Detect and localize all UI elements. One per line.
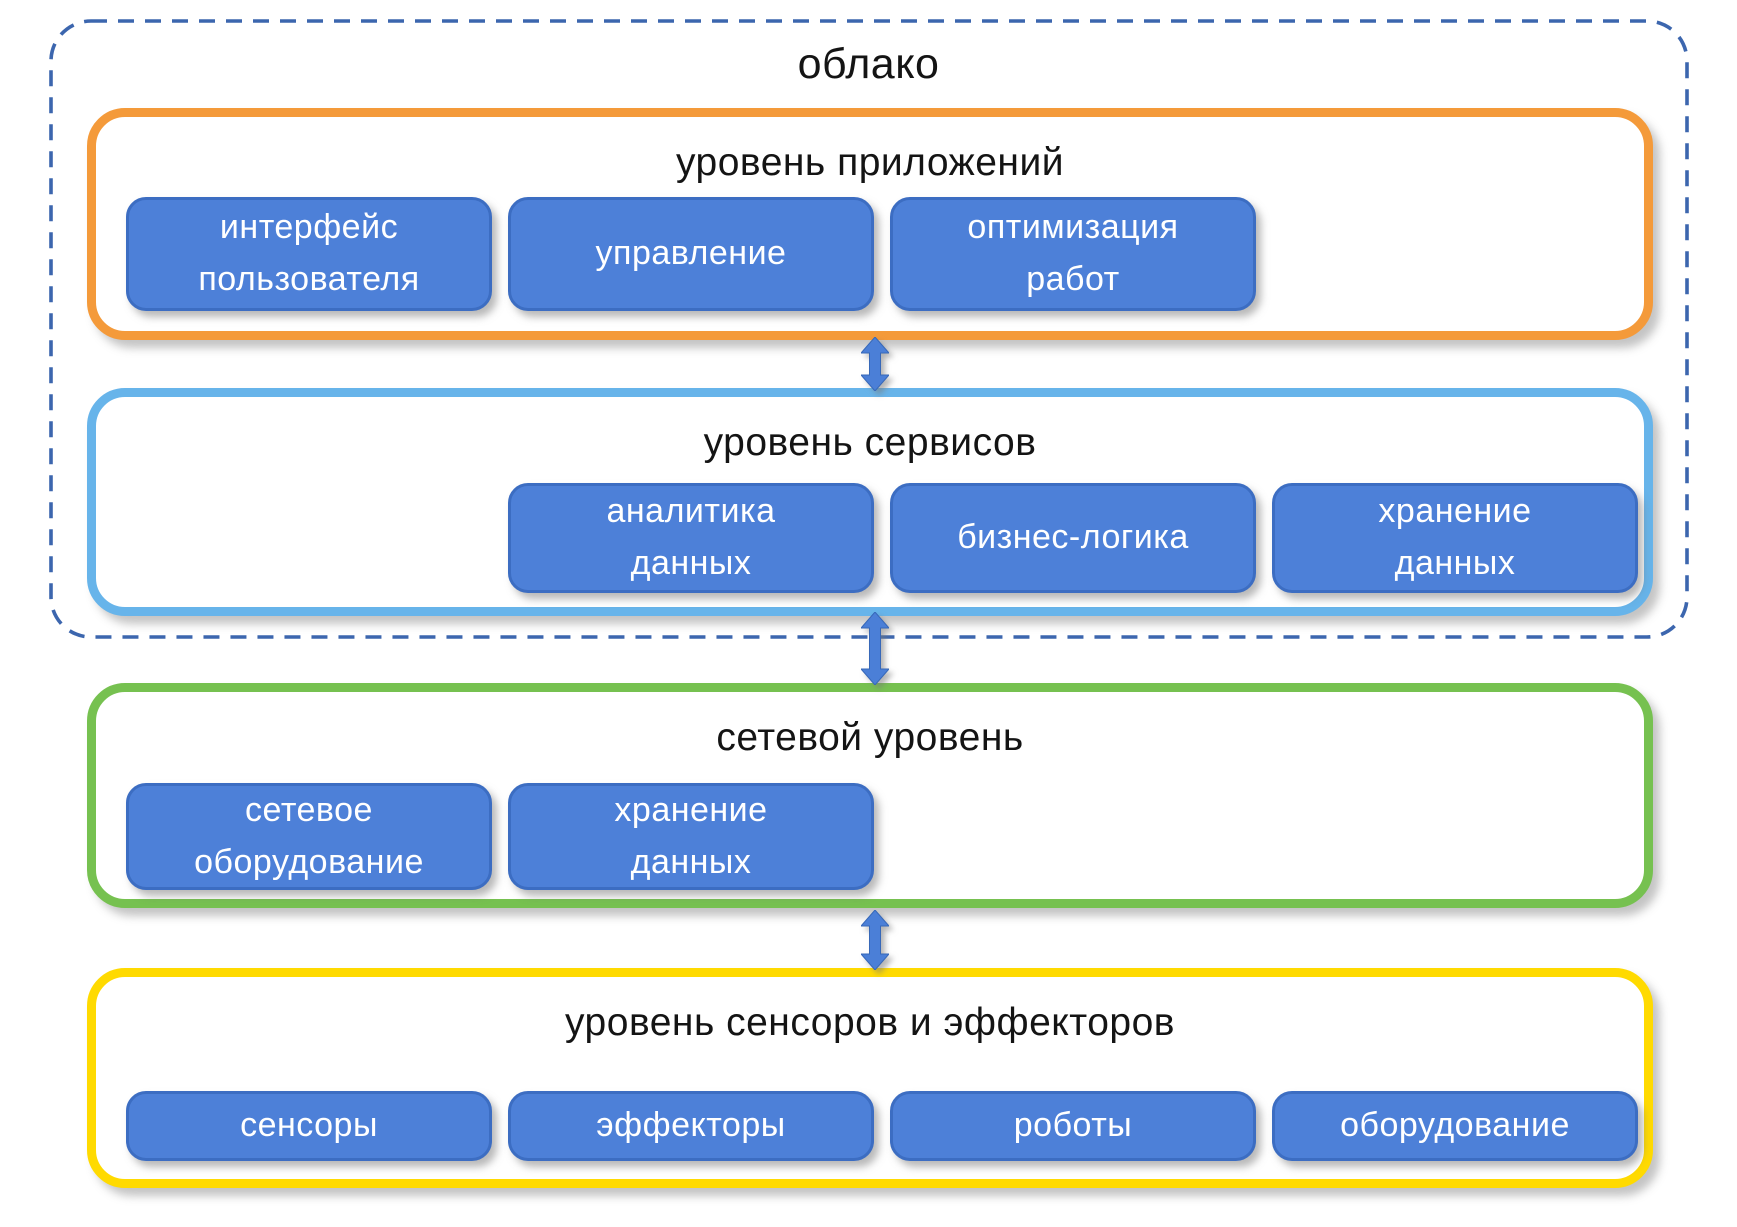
- double-arrow-apps-services-icon: [861, 337, 889, 391]
- node-data-storage: хранение данных: [1272, 483, 1638, 593]
- node-label: сетевое оборудование: [194, 790, 424, 881]
- node-effectors: эффекторы: [508, 1091, 874, 1161]
- node-user-interface: интерфейс пользователя: [126, 197, 492, 311]
- node-label: бизнес-логика: [957, 518, 1189, 557]
- node-label: хранение данных: [1378, 492, 1532, 582]
- layer-sensors-effectors-title: уровень сенсоров и эффекторов: [565, 1001, 1175, 1044]
- node-label: оптимизация работ: [967, 208, 1179, 298]
- node-sensors: сенсоры: [126, 1091, 492, 1161]
- node-work-optimization: оптимизация работ: [890, 197, 1256, 311]
- layer-network-title: сетевой уровень: [716, 716, 1024, 759]
- layer-applications-title: уровень приложений: [675, 141, 1065, 184]
- double-arrow-services-network-icon: [861, 612, 889, 685]
- node-label: интерфейс пользователя: [198, 208, 420, 298]
- layer-services-title: уровень сервисов: [703, 421, 1037, 464]
- node-management: управление: [508, 197, 874, 311]
- node-label: хранение данных: [614, 790, 768, 881]
- node-label: эффекторы: [596, 1106, 786, 1145]
- node-label: сенсоры: [240, 1106, 378, 1145]
- node-robots: роботы: [890, 1091, 1256, 1161]
- layer-applications: уровень приложений интерфейс пользовател…: [87, 108, 1653, 340]
- layer-services: уровень сервисов аналитика данных бизнес…: [87, 388, 1653, 616]
- node-data-analytics: аналитика данных: [508, 483, 874, 593]
- double-arrow-network-sensors-icon: [861, 910, 889, 970]
- node-data-storage: хранение данных: [508, 783, 874, 890]
- cloud-dashed-boundary: [49, 19, 1689, 639]
- layer-sensors-effectors: уровень сенсоров и эффекторов сенсоры эф…: [87, 968, 1653, 1188]
- node-business-logic: бизнес-логика: [890, 483, 1256, 593]
- node-label: аналитика данных: [606, 492, 776, 582]
- node-label: оборудование: [1340, 1106, 1570, 1145]
- cloud-label: облако: [797, 40, 940, 88]
- node-label: роботы: [1013, 1106, 1133, 1145]
- node-network-equipment: сетевое оборудование: [126, 783, 492, 890]
- node-label: управление: [595, 234, 787, 273]
- node-equipment: оборудование: [1272, 1091, 1638, 1161]
- layer-network: сетевой уровень сетевое оборудование хра…: [87, 683, 1653, 908]
